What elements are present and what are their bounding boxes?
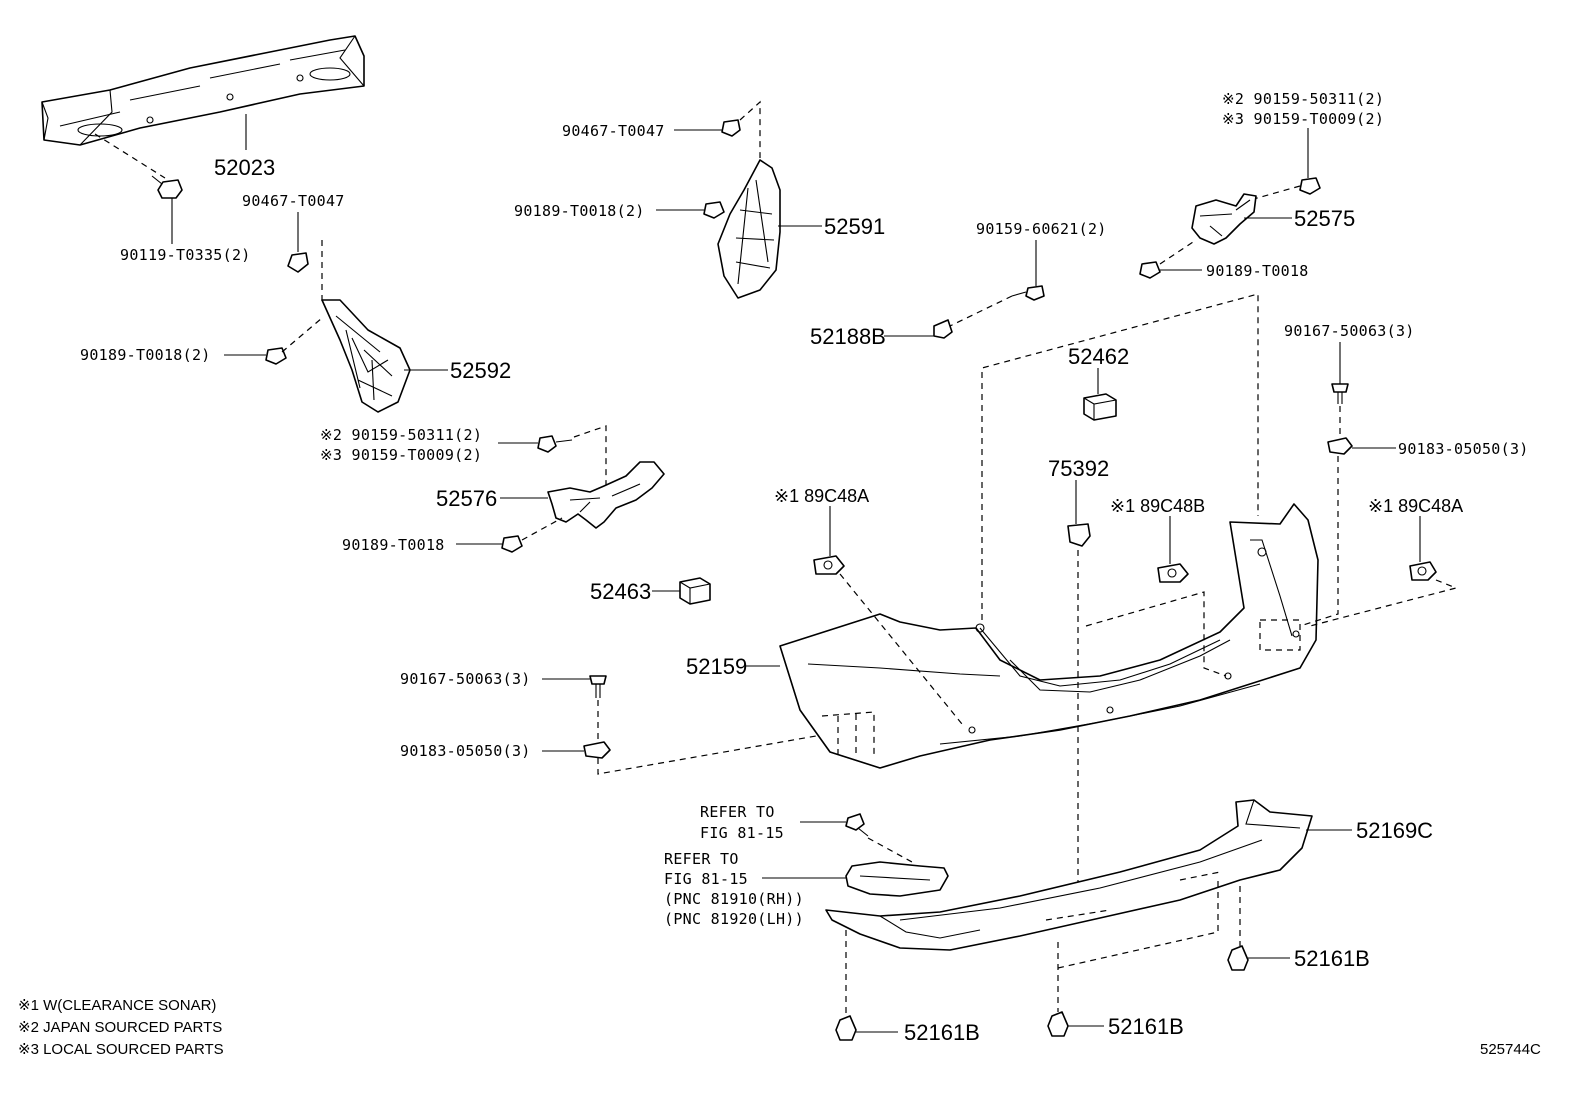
part-52169C-lower-cover bbox=[825, 799, 1313, 951]
note-1: ※1 W(CLEARANCE SONAR) bbox=[18, 997, 216, 1014]
clip-90189-left-icon bbox=[224, 347, 287, 365]
clip-90467-left-icon bbox=[287, 212, 309, 273]
sonar-sensor-89C48A-left-icon bbox=[813, 506, 845, 575]
figure-id: 525744C bbox=[1480, 1041, 1541, 1058]
clip-90189-right-icon bbox=[1139, 261, 1202, 279]
label-52023: 52023 bbox=[214, 155, 275, 180]
label-90183-right: 90183-05050(3) bbox=[1398, 440, 1529, 458]
dash-nut-right bbox=[1299, 456, 1339, 627]
sonar-sensor-89C48B-icon bbox=[1157, 516, 1189, 583]
dash-sonar-right bbox=[1309, 579, 1458, 627]
bolt-90119-icon bbox=[151, 175, 183, 244]
label-refer1-line1: REFER TO bbox=[700, 803, 775, 821]
label-90159-left-local: ※3 90159-T0009(2) bbox=[320, 446, 482, 464]
label-52591: 52591 bbox=[824, 214, 885, 239]
label-75392: 75392 bbox=[1048, 456, 1109, 481]
dash-90189-mid bbox=[521, 517, 563, 541]
part-52462-pad bbox=[1083, 368, 1117, 421]
label-90159-left-jp: ※2 90159-50311(2) bbox=[320, 426, 482, 444]
clip-90189-mid-icon bbox=[456, 535, 523, 553]
label-52462: 52462 bbox=[1068, 344, 1129, 369]
clip-90467-center-icon bbox=[674, 119, 741, 137]
sonar-sensor-89C48A-right-icon bbox=[1409, 516, 1437, 581]
note-2: ※2 JAPAN SOURCED PARTS bbox=[18, 1019, 222, 1036]
label-89C48A-right: ※1 89C48A bbox=[1368, 496, 1463, 516]
label-90189-center: 90189-T0018(2) bbox=[514, 202, 645, 220]
label-90467-left: 90467-T0047 bbox=[242, 192, 345, 210]
screw-90159-60621-icon bbox=[1011, 240, 1045, 301]
label-90167-right: 90167-50063(3) bbox=[1284, 322, 1415, 340]
label-90189-right: 90189-T0018 bbox=[1206, 262, 1309, 280]
label-90167-left: 90167-50063(3) bbox=[400, 670, 531, 688]
part-52159-bumper-cover bbox=[779, 503, 1319, 769]
screw-90159-right-icon bbox=[1299, 128, 1321, 195]
label-52161B-center: 52161B bbox=[1108, 1014, 1184, 1039]
label-90159-right-jp: ※2 90159-50311(2) bbox=[1222, 90, 1384, 108]
label-refer1-line2: FIG 81-15 bbox=[700, 824, 784, 842]
screw-refer-icon bbox=[800, 813, 869, 837]
label-refer2-line4: (PNC 81920(LH)) bbox=[664, 910, 804, 928]
label-90159-right-local: ※3 90159-T0009(2) bbox=[1222, 110, 1384, 128]
label-52188B: 52188B bbox=[810, 324, 886, 349]
label-90467-center: 90467-T0047 bbox=[562, 122, 665, 140]
dash-90189-right bbox=[1159, 239, 1197, 265]
label-90183-left: 90183-05050(3) bbox=[400, 742, 531, 760]
label-52159: 52159 bbox=[686, 654, 747, 679]
nut-90183-right-icon bbox=[1327, 437, 1396, 455]
clip-52161B-bottom-left-icon bbox=[835, 1015, 898, 1041]
label-52576: 52576 bbox=[436, 486, 497, 511]
label-refer2-line1: REFER TO bbox=[664, 850, 739, 868]
label-52592: 52592 bbox=[450, 358, 511, 383]
dash-refer-screw bbox=[867, 837, 913, 863]
screw-90159-left-icon bbox=[498, 435, 573, 453]
reflector-81910-icon bbox=[762, 861, 949, 897]
part-52575-bracket bbox=[1191, 193, 1257, 245]
dash-52023-bolt bbox=[94, 133, 166, 179]
clip-90189-center-icon bbox=[656, 201, 725, 219]
label-90119: 90119-T0335(2) bbox=[120, 246, 251, 264]
dash-lower-outline bbox=[1057, 880, 1219, 969]
part-52023-reinforcement bbox=[41, 35, 365, 146]
label-52463: 52463 bbox=[590, 579, 651, 604]
dash-sonar-b bbox=[1085, 591, 1227, 677]
label-refer2-line3: (PNC 81910(RH)) bbox=[664, 890, 804, 908]
label-90189-left: 90189-T0018(2) bbox=[80, 346, 211, 364]
dash-screw-right bbox=[1249, 185, 1301, 201]
note-3: ※3 LOCAL SOURCED PARTS bbox=[18, 1041, 224, 1058]
part-52463-pad bbox=[652, 577, 711, 605]
part-52591-bracket bbox=[717, 159, 781, 299]
screw-90167-left-icon bbox=[542, 675, 607, 698]
nut-90183-left-icon bbox=[542, 741, 611, 759]
clip-52161B-right-icon bbox=[1227, 945, 1290, 971]
label-90159-60621: 90159-60621(2) bbox=[976, 220, 1107, 238]
label-52161B-left: 52161B bbox=[904, 1020, 980, 1045]
label-52575: 52575 bbox=[1294, 206, 1355, 231]
label-89C48A-left: ※1 89C48A bbox=[774, 486, 869, 506]
dash-90189-left bbox=[281, 317, 323, 353]
label-52169C: 52169C bbox=[1356, 818, 1433, 843]
dash-screw-left bbox=[573, 425, 607, 488]
label-refer2-line2: FIG 81-15 bbox=[664, 870, 748, 888]
part-52592-bracket bbox=[321, 299, 411, 413]
label-90189-mid: 90189-T0018 bbox=[342, 536, 445, 554]
part-52576-bracket bbox=[547, 461, 665, 529]
screw-90167-right-icon bbox=[1331, 342, 1349, 404]
dash-bumper-upper bbox=[981, 293, 1259, 620]
dash-clip-center bbox=[739, 100, 761, 158]
clip-52188B-icon bbox=[884, 319, 953, 339]
retainer-75392-icon bbox=[1067, 480, 1091, 547]
label-89C48B: ※1 89C48B bbox=[1110, 496, 1205, 516]
dash-nut-left bbox=[597, 735, 817, 775]
clip-52161B-bottom-center-icon bbox=[1047, 1011, 1104, 1037]
label-52161B-right: 52161B bbox=[1294, 946, 1370, 971]
dash-60621 bbox=[949, 295, 1013, 327]
